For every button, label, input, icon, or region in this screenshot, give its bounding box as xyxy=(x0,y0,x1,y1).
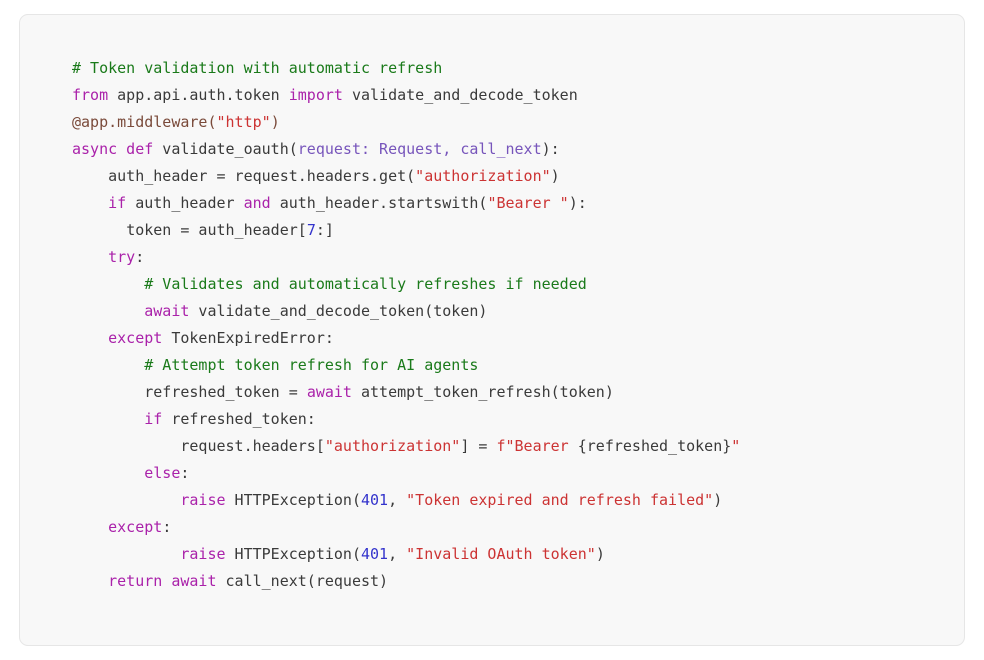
code-token-string: "authorization" xyxy=(415,167,551,185)
code-line: raise HTTPException(401, "Token expired … xyxy=(72,487,954,514)
code-token-comment: # Attempt token refresh for AI agents xyxy=(144,356,479,374)
code-token-plain: ): xyxy=(541,140,560,158)
code-line: request.headers["authorization"] = f"Bea… xyxy=(72,433,954,460)
code-line: else: xyxy=(72,460,954,487)
code-token-plain: auth_header.startswith( xyxy=(270,194,488,212)
code-indent xyxy=(72,410,144,428)
code-token-plain: : xyxy=(180,464,190,482)
code-token-plain: app.api.auth.token xyxy=(108,86,289,104)
code-line: auth_header = request.headers.get("autho… xyxy=(72,163,954,190)
code-token-number: 7 xyxy=(306,221,316,239)
code-token-plain: {refreshed_token} xyxy=(577,437,732,455)
code-token-keyword: async def xyxy=(72,140,154,158)
code-token-number: 401 xyxy=(361,491,389,509)
code-token-plain: , xyxy=(388,545,407,563)
code-token-plain: HTTPException( xyxy=(225,491,361,509)
code-token-plain: refreshed_token = xyxy=(144,383,307,401)
code-token-decorator: ) xyxy=(270,113,280,131)
code-indent xyxy=(72,545,180,563)
code-token-keyword: import xyxy=(288,86,343,104)
code-token-plain: :] xyxy=(315,221,334,239)
code-token-plain: : xyxy=(135,248,145,266)
code-token-plain: auth_header = request.headers.get( xyxy=(108,167,416,185)
code-token-keyword: try xyxy=(108,248,136,266)
code-line: if auth_header and auth_header.startswit… xyxy=(72,190,954,217)
code-token-plain: HTTPException( xyxy=(225,545,361,563)
code-token-keyword: except xyxy=(108,518,163,536)
code-indent xyxy=(72,356,144,374)
code-token-keyword: else xyxy=(144,464,181,482)
code-token-keyword: if xyxy=(108,194,127,212)
code-token-plain: validate_oauth( xyxy=(153,140,298,158)
code-line: await validate_and_decode_token(token) xyxy=(72,298,954,325)
code-token-plain: ): xyxy=(568,194,587,212)
code-indent xyxy=(72,491,180,509)
code-line: except: xyxy=(72,514,954,541)
code-token-param: request: Request, call_next xyxy=(297,140,542,158)
code-block-panel: # Token validation with automatic refres… xyxy=(19,14,965,646)
code-token-keyword: if xyxy=(144,410,163,428)
code-token-string: " xyxy=(731,437,741,455)
code-line: async def validate_oauth(request: Reques… xyxy=(72,136,954,163)
code-token-number: 401 xyxy=(361,545,389,563)
code-indent xyxy=(72,221,126,239)
code-line: # Token validation with automatic refres… xyxy=(72,55,954,82)
code-token-keyword: return await xyxy=(108,572,217,590)
code-token-plain: attempt_token_refresh(token) xyxy=(351,383,614,401)
code-indent xyxy=(72,167,108,185)
code-token-plain: call_next(request) xyxy=(216,572,389,590)
code-line: if refreshed_token: xyxy=(72,406,954,433)
code-token-keyword: raise xyxy=(180,545,226,563)
code-token-comment: # Validates and automatically refreshes … xyxy=(144,275,587,293)
code-token-string: "Bearer " xyxy=(487,194,569,212)
code-line: try: xyxy=(72,244,954,271)
code-token-plain: ] = xyxy=(460,437,497,455)
code-indent xyxy=(72,194,108,212)
code-indent xyxy=(72,383,144,401)
code-line: from app.api.auth.token import validate_… xyxy=(72,82,954,109)
code-token-plain: TokenExpiredError: xyxy=(162,329,334,347)
code-token-keyword: and xyxy=(243,194,271,212)
code-indent xyxy=(72,302,144,320)
code-token-plain: refreshed_token: xyxy=(162,410,316,428)
code-token-string: "Token expired and refresh failed" xyxy=(406,491,714,509)
code-token-plain: auth_header xyxy=(126,194,244,212)
code-indent xyxy=(72,518,108,536)
code-indent xyxy=(72,464,144,482)
code-token-string: f"Bearer xyxy=(496,437,578,455)
code-indent xyxy=(72,248,108,266)
code-token-keyword: from xyxy=(72,86,109,104)
code-token-plain: : xyxy=(162,518,172,536)
code-token-plain: validate_and_decode_token(token) xyxy=(189,302,488,320)
code-token-plain: ) xyxy=(550,167,560,185)
code-indent xyxy=(72,437,180,455)
code-line: return await call_next(request) xyxy=(72,568,954,595)
code-line: # Validates and automatically refreshes … xyxy=(72,271,954,298)
code-token-comment: # Token validation with automatic refres… xyxy=(72,59,443,77)
code-token-keyword: await xyxy=(144,302,190,320)
code-token-keyword: except xyxy=(108,329,163,347)
python-code-listing[interactable]: # Token validation with automatic refres… xyxy=(72,55,954,595)
code-token-keyword: raise xyxy=(180,491,226,509)
code-token-decorator: @app.middleware( xyxy=(72,113,217,131)
code-line: token = auth_header[7:] xyxy=(72,217,954,244)
code-indent xyxy=(72,329,108,347)
code-token-plain: ) xyxy=(595,545,605,563)
code-token-plain: ) xyxy=(713,491,723,509)
code-token-keyword: await xyxy=(306,383,352,401)
code-token-plain: , xyxy=(388,491,407,509)
code-token-string: "http" xyxy=(216,113,271,131)
code-token-string: "Invalid OAuth token" xyxy=(406,545,596,563)
code-token-plain: validate_and_decode_token xyxy=(342,86,578,104)
code-line: refreshed_token = await attempt_token_re… xyxy=(72,379,954,406)
code-line: except TokenExpiredError: xyxy=(72,325,954,352)
code-line: @app.middleware("http") xyxy=(72,109,954,136)
code-token-plain: token = auth_header[ xyxy=(126,221,307,239)
code-token-plain: request.headers[ xyxy=(180,437,325,455)
code-line: # Attempt token refresh for AI agents xyxy=(72,352,954,379)
code-indent xyxy=(72,572,108,590)
code-indent xyxy=(72,275,144,293)
code-token-string: "authorization" xyxy=(324,437,461,455)
code-line: raise HTTPException(401, "Invalid OAuth … xyxy=(72,541,954,568)
